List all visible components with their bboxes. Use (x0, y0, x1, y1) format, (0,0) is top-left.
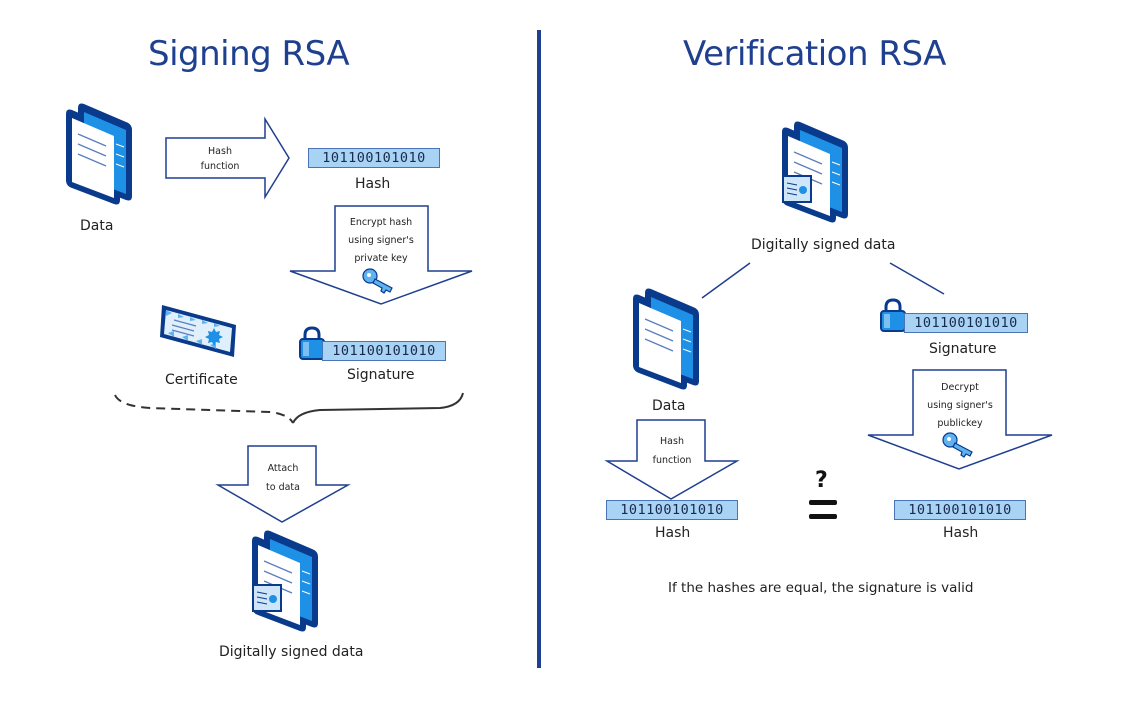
decrypt-arrow-line-2: using signer's (927, 400, 993, 411)
signing-data-label: Data (80, 218, 114, 234)
decrypt-arrow-line-3: publickey (937, 418, 983, 429)
conclusion-text: If the hashes are equal, the signature i… (668, 580, 974, 596)
combine-brace (114, 392, 464, 424)
verify-document-icon (632, 287, 700, 391)
verify-hash-arrow (604, 419, 740, 500)
verify-signature-label: Signature (929, 341, 997, 357)
certificate-label: Certificate (165, 372, 238, 388)
verify-hash-left-label: Hash (655, 525, 691, 541)
decrypt-arrow-line-1: Decrypt (941, 382, 979, 393)
verify-hash-left-value: 101100101010 (606, 500, 738, 520)
signing-hash-value: 101100101010 (308, 148, 440, 168)
document-icon (65, 102, 133, 206)
encrypt-arrow-line-1: Encrypt hash (349, 217, 413, 228)
encrypt-arrow-line-2: using signer's (348, 235, 414, 246)
verify-signature-value: 101100101010 (904, 313, 1028, 333)
signing-hash-label: Hash (355, 176, 391, 192)
signed-document-icon (251, 529, 319, 633)
hash-arrow-line-2: function (200, 161, 240, 172)
signing-signature-value: 101100101010 (322, 341, 446, 361)
verify-signed-label: Digitally signed data (751, 237, 896, 253)
attach-arrow (215, 445, 351, 523)
signing-signature-label: Signature (347, 367, 415, 383)
verification-title: Verification RSA (683, 34, 946, 74)
attach-arrow-line-2: to data (266, 482, 300, 493)
hash-function-arrow (165, 116, 290, 200)
split-lines (701, 262, 945, 299)
hash-arrow-text: Hash function (180, 144, 260, 174)
encrypt-arrow (289, 205, 473, 305)
decrypt-arrow (867, 369, 1053, 470)
verify-hash-arrow-line-1: Hash (660, 436, 684, 447)
hash-arrow-line-1: Hash (208, 146, 232, 157)
attach-arrow-line-1: Attach (267, 463, 299, 474)
verify-hash-right-value: 101100101010 (894, 500, 1026, 520)
encrypt-arrow-line-3: private key (354, 253, 408, 264)
attach-arrow-text: Attach to data (244, 459, 322, 497)
verify-hash-right-label: Hash (943, 525, 979, 541)
decrypt-arrow-text: Decrypt using signer's publickey (912, 379, 1008, 433)
certificate-icon (160, 305, 236, 357)
private-key-icon (362, 268, 393, 294)
signing-signed-label: Digitally signed data (219, 644, 364, 660)
compare-question-mark: ? (815, 468, 828, 493)
verify-hash-arrow-line-2: function (652, 455, 692, 466)
equals-sign-lower (809, 514, 837, 519)
encrypt-arrow-text: Encrypt hash using signer's private key (335, 214, 427, 268)
verify-signed-document-icon (781, 120, 849, 224)
equals-sign (809, 500, 837, 505)
signing-title: Signing RSA (148, 34, 350, 74)
section-divider (537, 30, 541, 668)
public-key-icon (942, 432, 973, 458)
verify-hash-arrow-text: Hash function (632, 432, 712, 470)
verify-data-label: Data (652, 398, 686, 414)
